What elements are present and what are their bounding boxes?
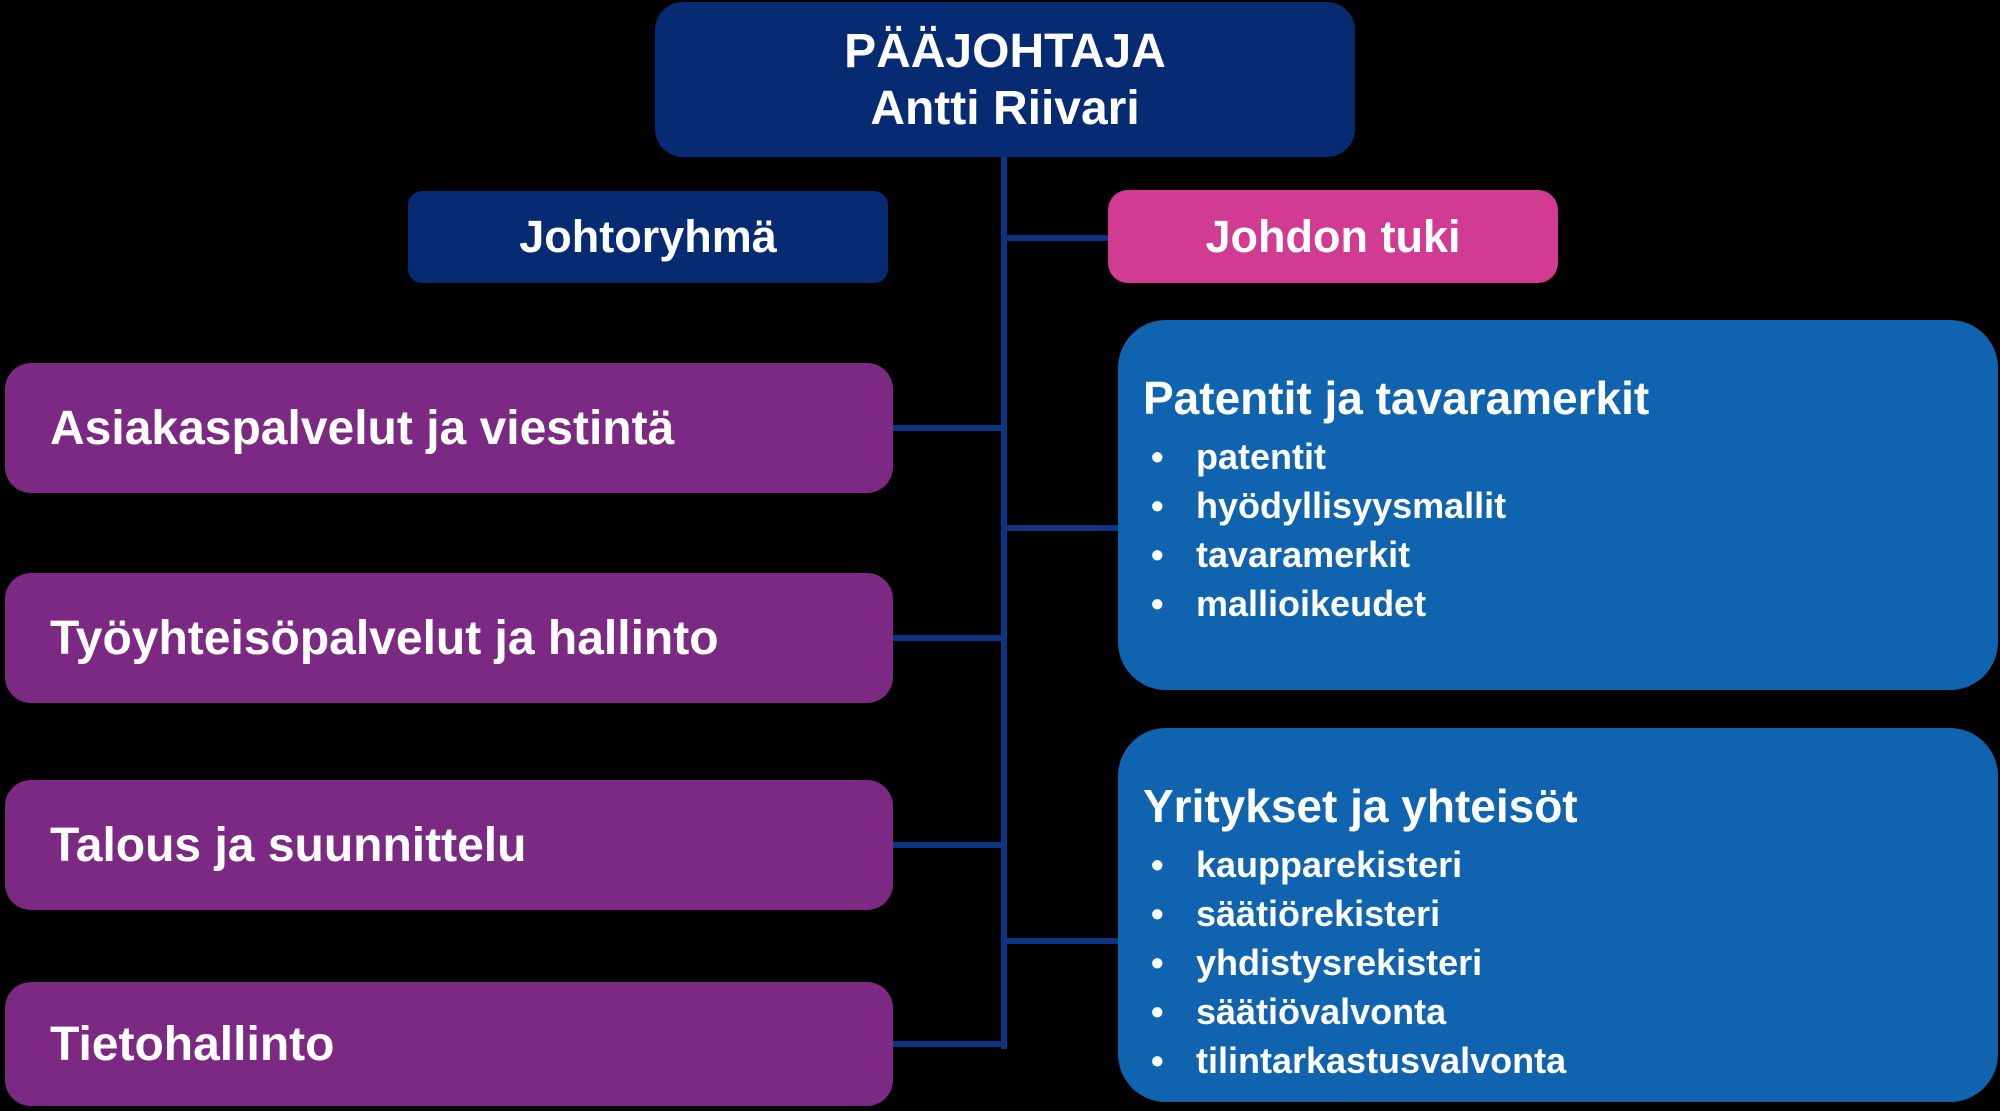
bullet-item: tilintarkastusvalvonta [1143,1036,1968,1085]
dept-label: Asiakaspalvelut ja viestintä [50,401,675,455]
bullet-item: tavaramerkit [1143,530,1968,579]
node-dept-asiakaspalvelut: Asiakaspalvelut ja viestintä [5,363,893,493]
node-johtoryhma: Johtoryhmä [408,191,888,283]
connector-patentit-unit [1003,525,1120,531]
node-johdon-tuki: Johdon tuki [1108,190,1558,283]
bullet-item: patentit [1143,432,1968,481]
node-paajohtaja-title: PÄÄJOHTAJA [844,24,1166,78]
node-johtoryhma-label: Johtoryhmä [519,211,777,262]
unit-bullet-list: patentithyödyllisyysmallittavaramerkitma… [1143,432,1968,628]
bullet-item: säätiörekisteri [1143,889,1968,938]
connector-dept-asiakaspalvelut [893,425,1003,431]
unit-title: Yritykset ja yhteisöt [1143,780,1578,832]
node-dept-tietohallinto: Tietohallinto [5,982,893,1106]
node-dept-tyoyhteisopalvelut: Työyhteisöpalvelut ja hallinto [5,573,893,703]
dept-label: Työyhteisöpalvelut ja hallinto [50,611,719,665]
connector-dept-tyoyhteisopalvelut [893,635,1003,641]
connector-yritykset-unit [1003,938,1120,944]
node-unit-yritykset: Yritykset ja yhteisöt kaupparekisterisää… [1118,728,1998,1102]
dept-label: Talous ja suunnittelu [50,818,527,872]
node-johdon-tuki-label: Johdon tuki [1205,210,1461,262]
bullet-item: säätiövalvonta [1143,987,1968,1036]
dept-label: Tietohallinto [50,1017,335,1071]
bullet-item: hyödyllisyysmallit [1143,481,1968,530]
unit-title: Patentit ja tavaramerkit [1143,372,1650,424]
connector-dept-talous [893,842,1003,848]
node-unit-patentit: Patentit ja tavaramerkit patentithyödyll… [1118,320,1998,690]
bullet-item: mallioikeudet [1143,579,1968,628]
bullet-item: yhdistysrekisteri [1143,938,1968,987]
connector-dept-tietohallinto [893,1041,1003,1047]
node-paajohtaja: PÄÄJOHTAJA Antti Riivari [655,2,1355,157]
unit-bullet-list: kaupparekisterisäätiörekisteriyhdistysre… [1143,840,1968,1085]
connector-johdon-tuki [1003,235,1110,241]
trunk-connector-line [1001,155,1007,1049]
bullet-item: kaupparekisteri [1143,840,1968,889]
node-dept-talous: Talous ja suunnittelu [5,780,893,910]
node-paajohtaja-name: Antti Riivari [870,81,1140,135]
